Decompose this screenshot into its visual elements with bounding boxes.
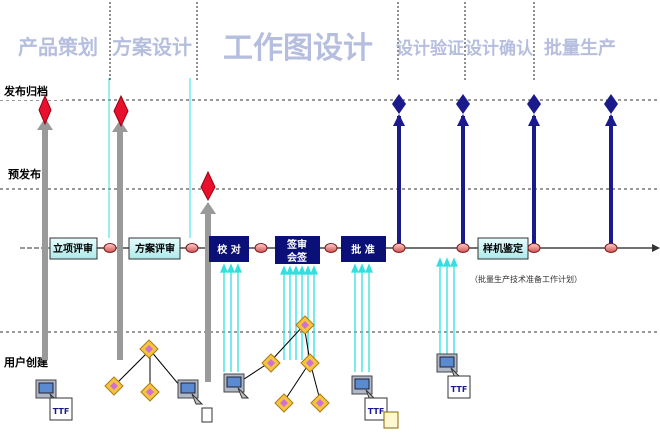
ttf-badge-3: TTF	[447, 375, 471, 399]
cube-icon-a3	[140, 382, 160, 402]
stage-proofread-label: 校 对	[217, 243, 240, 256]
row-label-user-create: 用户创建	[4, 355, 49, 369]
timeline-node-4	[324, 243, 338, 253]
plan-note: （批量生产技术准备工作计划）	[470, 274, 582, 284]
navy-arrow-3-head	[527, 94, 541, 114]
timeline-node-7	[527, 243, 541, 253]
navy-arrow-1-head	[392, 94, 406, 114]
row-lines	[0, 99, 660, 333]
phase-product-planning: 产品策划	[18, 35, 98, 59]
machine-icon-b4	[223, 373, 249, 399]
ttf-badge-2: TTF	[364, 397, 388, 421]
row-labels: 发布归档 预发布 用户创建	[0, 80, 68, 372]
timeline-node-1	[103, 243, 117, 253]
timeline-node-8	[604, 243, 618, 253]
navy-arrows	[392, 94, 618, 246]
navy-arrow-1-shaft	[397, 116, 401, 246]
cube-icon-b5	[274, 393, 294, 413]
stage-project-review-box	[49, 237, 98, 260]
cyan-doc-arrows	[220, 257, 458, 372]
sheet-icon-2	[201, 407, 213, 423]
machine-icon-d1	[436, 353, 462, 379]
navy-arrow-2-shaft	[461, 116, 465, 246]
phase-guide-lines	[108, 78, 191, 238]
timeline-node-6	[456, 243, 470, 253]
cube-icon-b2	[261, 353, 281, 373]
timeline-node-5	[392, 243, 406, 253]
phase-design-confirmation: 设计确认	[465, 38, 534, 59]
cube-icon-a1	[139, 339, 159, 359]
timeline-node-3	[254, 243, 268, 253]
stage-approve-box	[341, 236, 386, 262]
cube-icon-b6	[310, 393, 330, 413]
stage-scheme-review-label: 方案评审	[135, 242, 175, 255]
row-label-publish-bg	[0, 80, 62, 100]
navy-arrow-3-shaft	[532, 116, 536, 246]
grey-arrow-1-shaft	[42, 128, 48, 360]
ttf-badge-1: TTF	[49, 397, 73, 421]
grey-arrow-2-head	[112, 120, 128, 132]
red-diamond-3	[200, 170, 216, 202]
ttf-badge-1-label: TTF	[53, 407, 70, 416]
stage-boxes: 立项评审 方案评审 校 对 签审 会签 批 准 样机鉴定	[49, 236, 529, 264]
sheet-icon-1	[383, 411, 399, 429]
red-diamond-1	[38, 94, 52, 126]
phase-separators	[109, 2, 535, 80]
ttf-badge-2-label: TTF	[368, 407, 385, 416]
phase-titles: 产品策划 方案设计 工作图设计 设计验证 设计确认 批量生产	[18, 31, 616, 66]
doc-icons	[35, 315, 462, 413]
grey-arrow-3-head	[200, 202, 216, 214]
phase-mass-production: 批量生产	[544, 37, 616, 59]
phase-design-verification: 设计验证	[396, 38, 464, 59]
phase-scheme-design: 方案设计	[112, 35, 192, 59]
grey-arrow-3-shaft	[205, 212, 211, 382]
red-diamond-2	[113, 94, 129, 128]
row-label-user-bg	[0, 352, 68, 372]
cube-icon-b3	[300, 353, 320, 373]
row-label-publish-archive: 发布归档	[3, 84, 48, 98]
machine-icon-a4	[177, 379, 203, 405]
row-label-pre-release: 预发布	[8, 167, 41, 181]
red-diamonds	[38, 94, 216, 202]
navy-arrow-2-tip	[457, 114, 469, 126]
stage-sign-box	[275, 236, 320, 264]
phase-working-drawing: 工作图设计	[223, 31, 373, 66]
machine-icon-c1	[351, 375, 377, 401]
navy-arrow-4-tip	[605, 114, 617, 126]
ttf-badge-3-label: TTF	[451, 385, 468, 394]
ttf-badges: TTF TTF TTF	[49, 375, 471, 429]
navy-arrow-4-head	[604, 94, 618, 114]
stage-approve-label: 批 准	[351, 243, 374, 256]
navy-arrow-3-tip	[528, 114, 540, 126]
grey-arrow-2-shaft	[117, 130, 123, 360]
timeline-node-2	[185, 243, 199, 253]
navy-arrow-4-shaft	[609, 116, 613, 246]
stage-scheme-review-box	[128, 237, 181, 260]
stage-sign-label-2: 会签	[287, 251, 308, 264]
stage-sample-approval-label: 样机鉴定	[483, 242, 523, 255]
stage-sign-label-1: 签审	[286, 238, 307, 251]
stage-proofread-box	[209, 236, 249, 262]
stage-project-review-label: 立项评审	[53, 242, 93, 255]
timeline-nodes	[103, 243, 618, 253]
navy-arrow-2-head	[456, 94, 470, 114]
navy-arrow-1-tip	[393, 114, 405, 126]
